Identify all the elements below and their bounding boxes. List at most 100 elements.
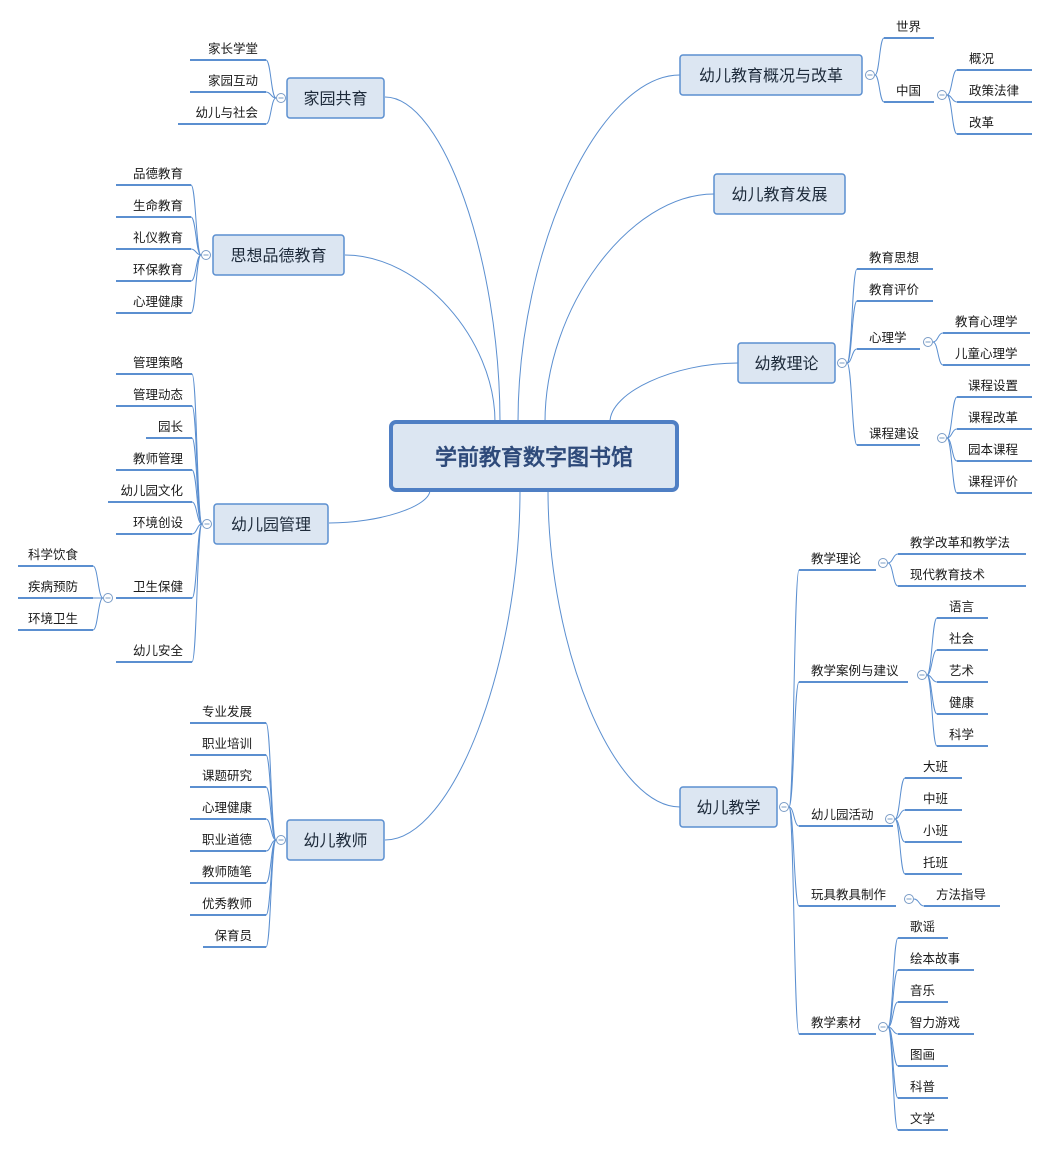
leaf-anli-1[interactable]: 社会	[949, 631, 975, 646]
leaf-jiaoshi-6[interactable]: 优秀教师	[202, 896, 252, 911]
leaf-sixiang-0[interactable]: 品德教育	[133, 166, 183, 181]
leaf-huodong-3[interactable]: 托班	[923, 855, 948, 870]
leaf-sucai-4[interactable]: 图画	[910, 1047, 935, 1062]
leaf-jiayuan-1[interactable]: 家园互动	[208, 73, 258, 88]
node-jiaoshi-box[interactable]	[286, 819, 385, 861]
node-jiaoshi-label: 幼儿教师	[303, 831, 367, 850]
leaf-huodong-0[interactable]: 大班	[923, 759, 948, 774]
leaf-zhongguo-2[interactable]: 改革	[969, 115, 994, 130]
node-lilun-label: 幼教理论	[754, 354, 818, 373]
leaf-huodong-2[interactable]: 小班	[923, 823, 948, 838]
leaf-lilun-1[interactable]: 教育评价	[869, 282, 920, 297]
edge-jiaoshi-1	[265, 754, 277, 841]
leaf-gaikuang-1[interactable]: 中国	[896, 83, 921, 98]
leaf-huodong-1[interactable]: 中班	[923, 791, 948, 806]
leaf-yuanguanli-6[interactable]: 卫生保健	[133, 579, 184, 594]
leaf-kecheng-0[interactable]: 课程设置	[968, 378, 1018, 393]
edge-root-lilun	[609, 362, 739, 423]
leaf-jiaoshi-3[interactable]: 心理健康	[202, 800, 253, 815]
edge-yuanguanli-5	[191, 523, 203, 535]
edge-xinli-0	[932, 332, 944, 343]
leaf-yuanguanli-0[interactable]: 管理策略	[133, 355, 184, 370]
leaf-jiaoshi-5[interactable]: 教师随笔	[202, 864, 252, 879]
leaf-sucai-2[interactable]: 音乐	[910, 983, 935, 998]
leaf-sixiang-1[interactable]: 生命教育	[133, 198, 183, 213]
leaf-sucai-6[interactable]: 文学	[910, 1111, 935, 1126]
leaf-sucai-3[interactable]: 智力游戏	[910, 1015, 960, 1030]
root-node-box[interactable]	[389, 420, 679, 492]
leaf-anli-0[interactable]: 语言	[949, 599, 974, 614]
leaf-wanju-0[interactable]: 方法指导	[936, 887, 986, 902]
leaf-jiaoxue-4[interactable]: 教学素材	[811, 1015, 861, 1030]
node-fazhan-box[interactable]	[713, 173, 846, 215]
leaf-jiaoshi-2[interactable]: 课题研究	[202, 768, 253, 783]
leaf-zhongguo-1[interactable]: 政策法律	[969, 83, 1019, 98]
leaf-yuanguanli-4[interactable]: 幼儿园文化	[120, 483, 183, 498]
leaf-anli-3[interactable]: 健康	[949, 695, 975, 710]
edge-yuanguanli-7	[191, 523, 203, 663]
leaf-jiaoxue-0[interactable]: 教学理论	[811, 551, 862, 566]
leaf-weisheng-1[interactable]: 疾病预防	[28, 579, 78, 594]
leaf-xinli-1[interactable]: 儿童心理学	[955, 346, 1018, 361]
leaf-xinli-0[interactable]: 教育心理学	[955, 314, 1018, 329]
leaf-gaikuang-0[interactable]: 世界	[896, 19, 922, 34]
leaf-jxlilun-0[interactable]: 教学改革和教学法	[910, 535, 1010, 550]
leaf-jiaoshi-4[interactable]: 职业道德	[202, 832, 253, 847]
node-jiaoxue-box[interactable]	[679, 786, 778, 828]
leaf-kecheng-2[interactable]: 园本课程	[968, 442, 1019, 457]
leaf-lilun-2[interactable]: 心理学	[869, 330, 907, 345]
leaf-sucai-0[interactable]: 歌谣	[910, 919, 935, 934]
nodes-layer: 学前教育数字图书馆家园共育家长学堂家园互动幼儿与社会思想品德教育品德教育生命教育…	[18, 19, 1032, 1131]
leaf-sucai-1[interactable]: 绘本故事	[910, 951, 960, 966]
leaf-kecheng-1[interactable]: 课程改革	[968, 410, 1018, 425]
edge-huodong-1	[894, 809, 906, 820]
node-gaikuang-box[interactable]	[679, 54, 863, 96]
edge-yuanguanli-3	[191, 469, 203, 525]
leaf-jiaoxue-3[interactable]: 玩具教具制作	[811, 887, 887, 902]
edge-jiaoxue-2	[788, 806, 800, 827]
edge-anli-1	[926, 649, 938, 676]
leaf-jiaoshi-0[interactable]: 专业发展	[202, 704, 252, 719]
leaf-lilun-0[interactable]: 教育思想	[869, 250, 919, 265]
leaf-anli-4[interactable]: 科学	[949, 727, 974, 742]
leaf-yuanguanli-5[interactable]: 环境创设	[133, 515, 184, 530]
edge-root-yuanguanli	[328, 489, 431, 524]
leaf-jiaoshi-7[interactable]: 保育员	[214, 928, 252, 943]
edge-jiaoshi-7	[265, 839, 277, 948]
root-node-label: 学前教育数字图书馆	[435, 445, 633, 471]
leaf-sixiang-2[interactable]: 礼仪教育	[133, 230, 183, 245]
node-yuanguanli-box[interactable]	[213, 503, 329, 545]
edge-root-jiayuan	[384, 96, 501, 423]
edge-jxlilun-0	[887, 553, 899, 564]
leaf-jiayuan-0[interactable]: 家长学堂	[208, 41, 258, 56]
leaf-anli-2[interactable]: 艺术	[949, 663, 975, 678]
node-lilun-box[interactable]	[737, 342, 836, 384]
leaf-sucai-5[interactable]: 科普	[910, 1079, 935, 1094]
leaf-kecheng-3[interactable]: 课程评价	[968, 474, 1019, 489]
node-sixiang-box[interactable]	[212, 234, 345, 276]
leaf-weisheng-0[interactable]: 科学饮食	[28, 547, 79, 562]
leaf-sixiang-4[interactable]: 心理健康	[133, 294, 184, 309]
node-jiayuan-box[interactable]	[286, 77, 385, 119]
leaf-yuanguanli-1[interactable]: 管理动态	[133, 387, 183, 402]
leaf-yuanguanli-2[interactable]: 园长	[158, 419, 184, 434]
edge-jiaoxue-0	[788, 569, 800, 808]
leaf-jiaoxue-1[interactable]: 教学案例与建议	[811, 663, 899, 678]
leaf-jiaoxue-2[interactable]: 幼儿园活动	[811, 807, 874, 822]
edge-huodong-0	[894, 777, 906, 820]
leaf-jiayuan-2[interactable]: 幼儿与社会	[195, 105, 258, 120]
leaf-weisheng-2[interactable]: 环境卫生	[28, 611, 78, 626]
edge-root-jiaoxue	[547, 489, 681, 808]
leaf-yuanguanli-3[interactable]: 教师管理	[133, 451, 184, 466]
leaf-jxlilun-1[interactable]: 现代教育技术	[910, 567, 986, 582]
leaf-zhongguo-0[interactable]: 概况	[969, 51, 995, 66]
edge-jiayuan-2	[265, 97, 277, 125]
leaf-yuanguanli-7[interactable]: 幼儿安全	[133, 643, 184, 658]
leaf-sixiang-3[interactable]: 环保教育	[133, 262, 183, 277]
edge-gaikuang-0	[874, 37, 885, 76]
leaf-lilun-3[interactable]: 课程建设	[869, 426, 920, 441]
node-fazhan-label: 幼儿教育发展	[731, 185, 827, 204]
edge-root-jiaoshi	[384, 489, 521, 841]
edge-jiayuan-1	[265, 91, 277, 99]
leaf-jiaoshi-1[interactable]: 职业培训	[202, 736, 252, 751]
